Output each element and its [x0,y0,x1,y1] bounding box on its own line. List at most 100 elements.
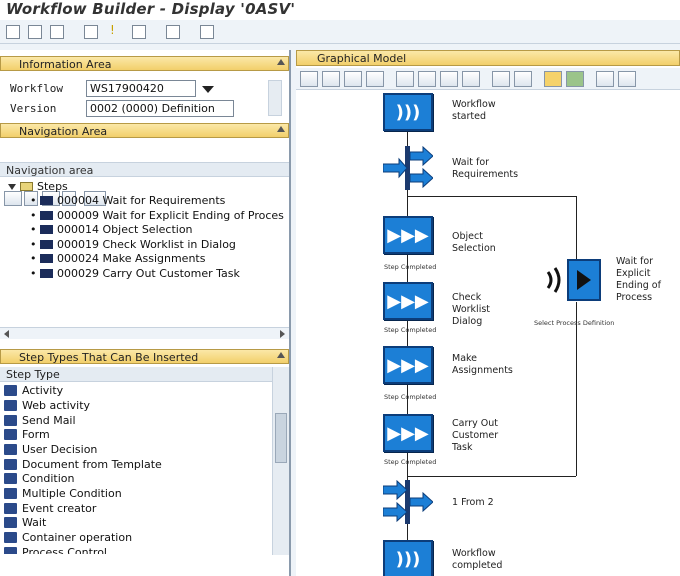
edit-icon[interactable] [50,25,64,39]
node-label: Wait for Requirements [452,157,519,180]
info-scrollbar[interactable] [268,80,282,116]
collapse-icon[interactable] [277,126,285,132]
step-types-header[interactable]: Step Types That Can Be Inserted [0,349,289,364]
tree-item[interactable]: • 000014 Object Selection [30,223,193,236]
document-template-icon [4,459,17,470]
wait-explicit-end-node[interactable] [544,258,604,304]
tree-root[interactable]: Steps [8,180,68,194]
container-operation-icon [4,532,17,543]
workflow-field[interactable]: WS17900420 [86,80,196,97]
overview-icon[interactable] [566,71,584,87]
activity-icon [40,269,53,278]
info-icon[interactable]: ! [110,23,115,37]
step-type-item[interactable]: Document from Template [0,458,162,472]
wait-requirements-node[interactable] [382,145,434,190]
carry-out-task-node[interactable]: ▶▶▶ [383,414,433,452]
outcome-label: Select Process Definition [534,319,615,327]
event-creator-icon [4,503,17,514]
graphical-model-pane: Graphical Model ))) Workflow started [296,50,680,576]
step-type-item[interactable]: Event creator [0,502,96,516]
insert-icon[interactable] [462,71,480,87]
scroll-right-icon[interactable] [280,330,285,338]
wait-event-icon [40,211,53,220]
display-icon[interactable] [200,25,214,39]
cut-icon[interactable] [396,71,414,87]
node-label: Workflow completed [452,548,503,571]
workflow-dropdown-icon[interactable] [202,86,214,93]
step-type-item[interactable]: Form [0,428,50,442]
container-icon[interactable] [132,25,146,39]
tree-item[interactable]: • 000029 Carry Out Customer Task [30,267,240,280]
web-activity-icon [4,400,17,411]
navigation-area-title: Navigation Area [19,125,108,138]
information-area-header[interactable]: Information Area [0,56,289,71]
delete-icon[interactable] [366,71,384,87]
new-icon[interactable] [6,25,20,39]
process-control-icon [4,547,17,554]
workflow-icon[interactable] [84,25,98,39]
tree-item[interactable]: • 000019 Check Worklist in Dialog [30,238,236,251]
step-type-column-header[interactable]: Step Type [0,367,272,382]
collapse-icon[interactable] [277,59,285,65]
join-icon [382,479,434,524]
workflow-label: Workflow [10,82,63,95]
outcome-label: Step Completed [384,263,437,271]
zoom-icon[interactable] [618,71,636,87]
paste-icon[interactable] [440,71,458,87]
navigation-area-header[interactable]: Navigation Area [0,123,289,138]
wait-icon [4,517,17,528]
navigation-area-label: Navigation area [0,162,289,177]
layout-icon[interactable] [596,71,614,87]
scroll-thumb[interactable] [275,413,287,463]
step-type-item[interactable]: Activity [0,384,63,398]
redo-icon[interactable] [514,71,532,87]
expand-icon[interactable] [8,184,16,190]
activity-icon: ▶▶▶ [387,354,429,376]
step-type-item[interactable]: Container operation [0,531,132,545]
window-title: Workflow Builder - Display '0ASV' [6,0,296,18]
make-assignments-node[interactable]: ▶▶▶ [383,346,433,384]
workflow-completed-node[interactable]: ))) [383,540,433,576]
step-type-item[interactable]: Condition [0,472,75,486]
horizontal-scrollbar[interactable] [0,327,289,339]
left-pane: Information Area Workflow WS17900420 Ver… [0,50,291,576]
print-icon[interactable] [166,25,180,39]
step-types-title: Step Types That Can Be Inserted [19,351,199,364]
version-select[interactable]: 0002 (0000) Definition [86,100,234,117]
copy-icon[interactable] [28,25,42,39]
collapse-icon[interactable] [277,352,285,358]
step-type-item[interactable]: Multiple Condition [0,487,122,501]
workflow-started-node[interactable]: ))) [383,93,433,131]
step-type-item[interactable]: Web activity [0,399,90,413]
tree-item[interactable]: • 000004 Wait for Requirements [30,194,226,207]
activity-icon: ▶▶▶ [387,422,429,444]
step-type-item[interactable]: Wait [0,516,46,530]
object-selection-node[interactable]: ▶▶▶ [383,216,433,254]
node-label: Workflow started [452,99,496,122]
step-type-item[interactable]: Send Mail [0,414,76,428]
step-type-item[interactable]: User Decision [0,443,97,457]
activity-icon [40,240,53,249]
highlight-icon[interactable] [544,71,562,87]
step-types-scrollbar[interactable] [272,367,289,555]
copy-icon[interactable] [418,71,436,87]
forward-menu-icon[interactable] [62,191,76,206]
activity-icon [4,385,17,396]
check-worklist-node[interactable]: ▶▶▶ [383,282,433,320]
tree-item[interactable]: • 000009 Wait for Explicit Ending of Pro… [30,209,284,222]
back-menu-icon[interactable] [24,191,38,206]
outcome-label: Step Completed [384,326,437,334]
tree-item[interactable]: • 000024 Make Assignments [30,252,206,265]
link-icon[interactable] [344,71,362,87]
back-icon[interactable] [4,191,22,206]
new-icon[interactable] [300,71,318,87]
undo-icon[interactable] [492,71,510,87]
tree-icon[interactable] [84,191,106,206]
pencil-icon[interactable] [322,71,340,87]
step-type-item[interactable]: Process Control [0,546,107,554]
join-node[interactable] [382,479,434,524]
information-area-title: Information Area [19,58,112,71]
graphical-model-header: Graphical Model [296,50,680,66]
scroll-left-icon[interactable] [4,330,9,338]
multiple-condition-icon [4,488,17,499]
